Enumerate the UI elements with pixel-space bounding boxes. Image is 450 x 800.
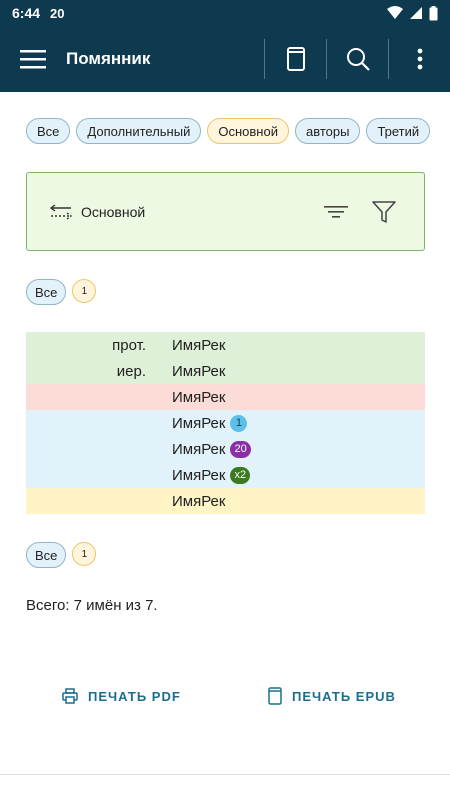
table-row[interactable]: ИмяРек [26,488,425,514]
count-badge: 20 [230,440,251,458]
status-icons [387,5,438,21]
status-extra: 20 [50,5,65,21]
pager-page-badge[interactable]: 1 [72,279,97,303]
filter-button[interactable] [360,200,408,224]
menu-button[interactable] [0,26,66,92]
name-text: ИмяРек [172,414,226,432]
total-count: Всего: 7 имён из 7. [26,597,158,614]
count-badge: 1 [230,414,248,432]
filter-icon [372,200,396,223]
bottom-pager: Все 1 [26,542,97,568]
divider [388,39,389,79]
name-prefix: прот. [112,336,146,354]
sort-icon [324,205,348,218]
book-button[interactable] [265,26,326,92]
signal-icon [410,7,422,19]
more-button[interactable] [389,26,450,92]
book-icon [268,687,282,705]
name-prefix: иер. [116,362,146,380]
multiplier-badge: x2 [230,466,251,484]
status-time: 6:44 [12,5,41,21]
chip-authors[interactable]: авторы [294,118,361,144]
list-selector-label[interactable]: Основной [81,203,146,220]
table-row[interactable]: прот. ИмяРек [26,332,425,358]
table-row[interactable]: иер. ИмяРек [26,358,425,384]
print-pdf-button[interactable]: ПЕЧАТЬ PDF [62,684,181,708]
name-text: ИмяРек [172,336,226,354]
printer-icon [62,688,78,704]
search-button[interactable] [327,26,388,92]
battery-icon [429,5,438,20]
name-text: ИмяРек [172,388,226,406]
divider [264,39,265,79]
swap-icon[interactable] [49,203,73,221]
book-icon [286,47,305,71]
pager-all-button[interactable]: Все [26,542,67,568]
divider [0,774,450,775]
app-bar: Помянник [0,26,450,92]
print-epub-button[interactable]: ПЕЧАТЬ EPUB [268,684,396,708]
status-bar: 6:44 20 [0,0,450,26]
name-text: ИмяРек [172,362,226,380]
chip-all[interactable]: Все [26,118,71,144]
name-text: ИмяРек [172,466,226,484]
wifi-icon [387,6,403,19]
chip-third[interactable]: Третий [366,118,431,144]
list-selector: Основной [26,172,425,251]
chip-main[interactable]: Основной [207,118,289,144]
search-icon [346,48,370,71]
name-text: ИмяРек [172,440,226,458]
pager-all-button[interactable]: Все [26,279,67,305]
name-text: ИмяРек [172,492,226,510]
chip-additional[interactable]: Дополнительный [76,118,202,144]
app-title: Помянник [66,49,151,68]
divider [326,39,327,79]
menu-icon [20,50,46,69]
print-epub-label: ПЕЧАТЬ EPUB [292,688,396,704]
filter-chips: Все Дополнительный Основной авторы Трети… [26,118,431,144]
table-row[interactable]: ИмяРек [26,384,425,410]
print-pdf-label: ПЕЧАТЬ PDF [88,688,181,704]
more-vert-icon [417,48,422,70]
pager-page-badge[interactable]: 1 [72,542,97,566]
sort-button[interactable] [312,204,360,220]
top-pager: Все 1 [26,279,97,305]
navigation-bar [0,774,450,800]
